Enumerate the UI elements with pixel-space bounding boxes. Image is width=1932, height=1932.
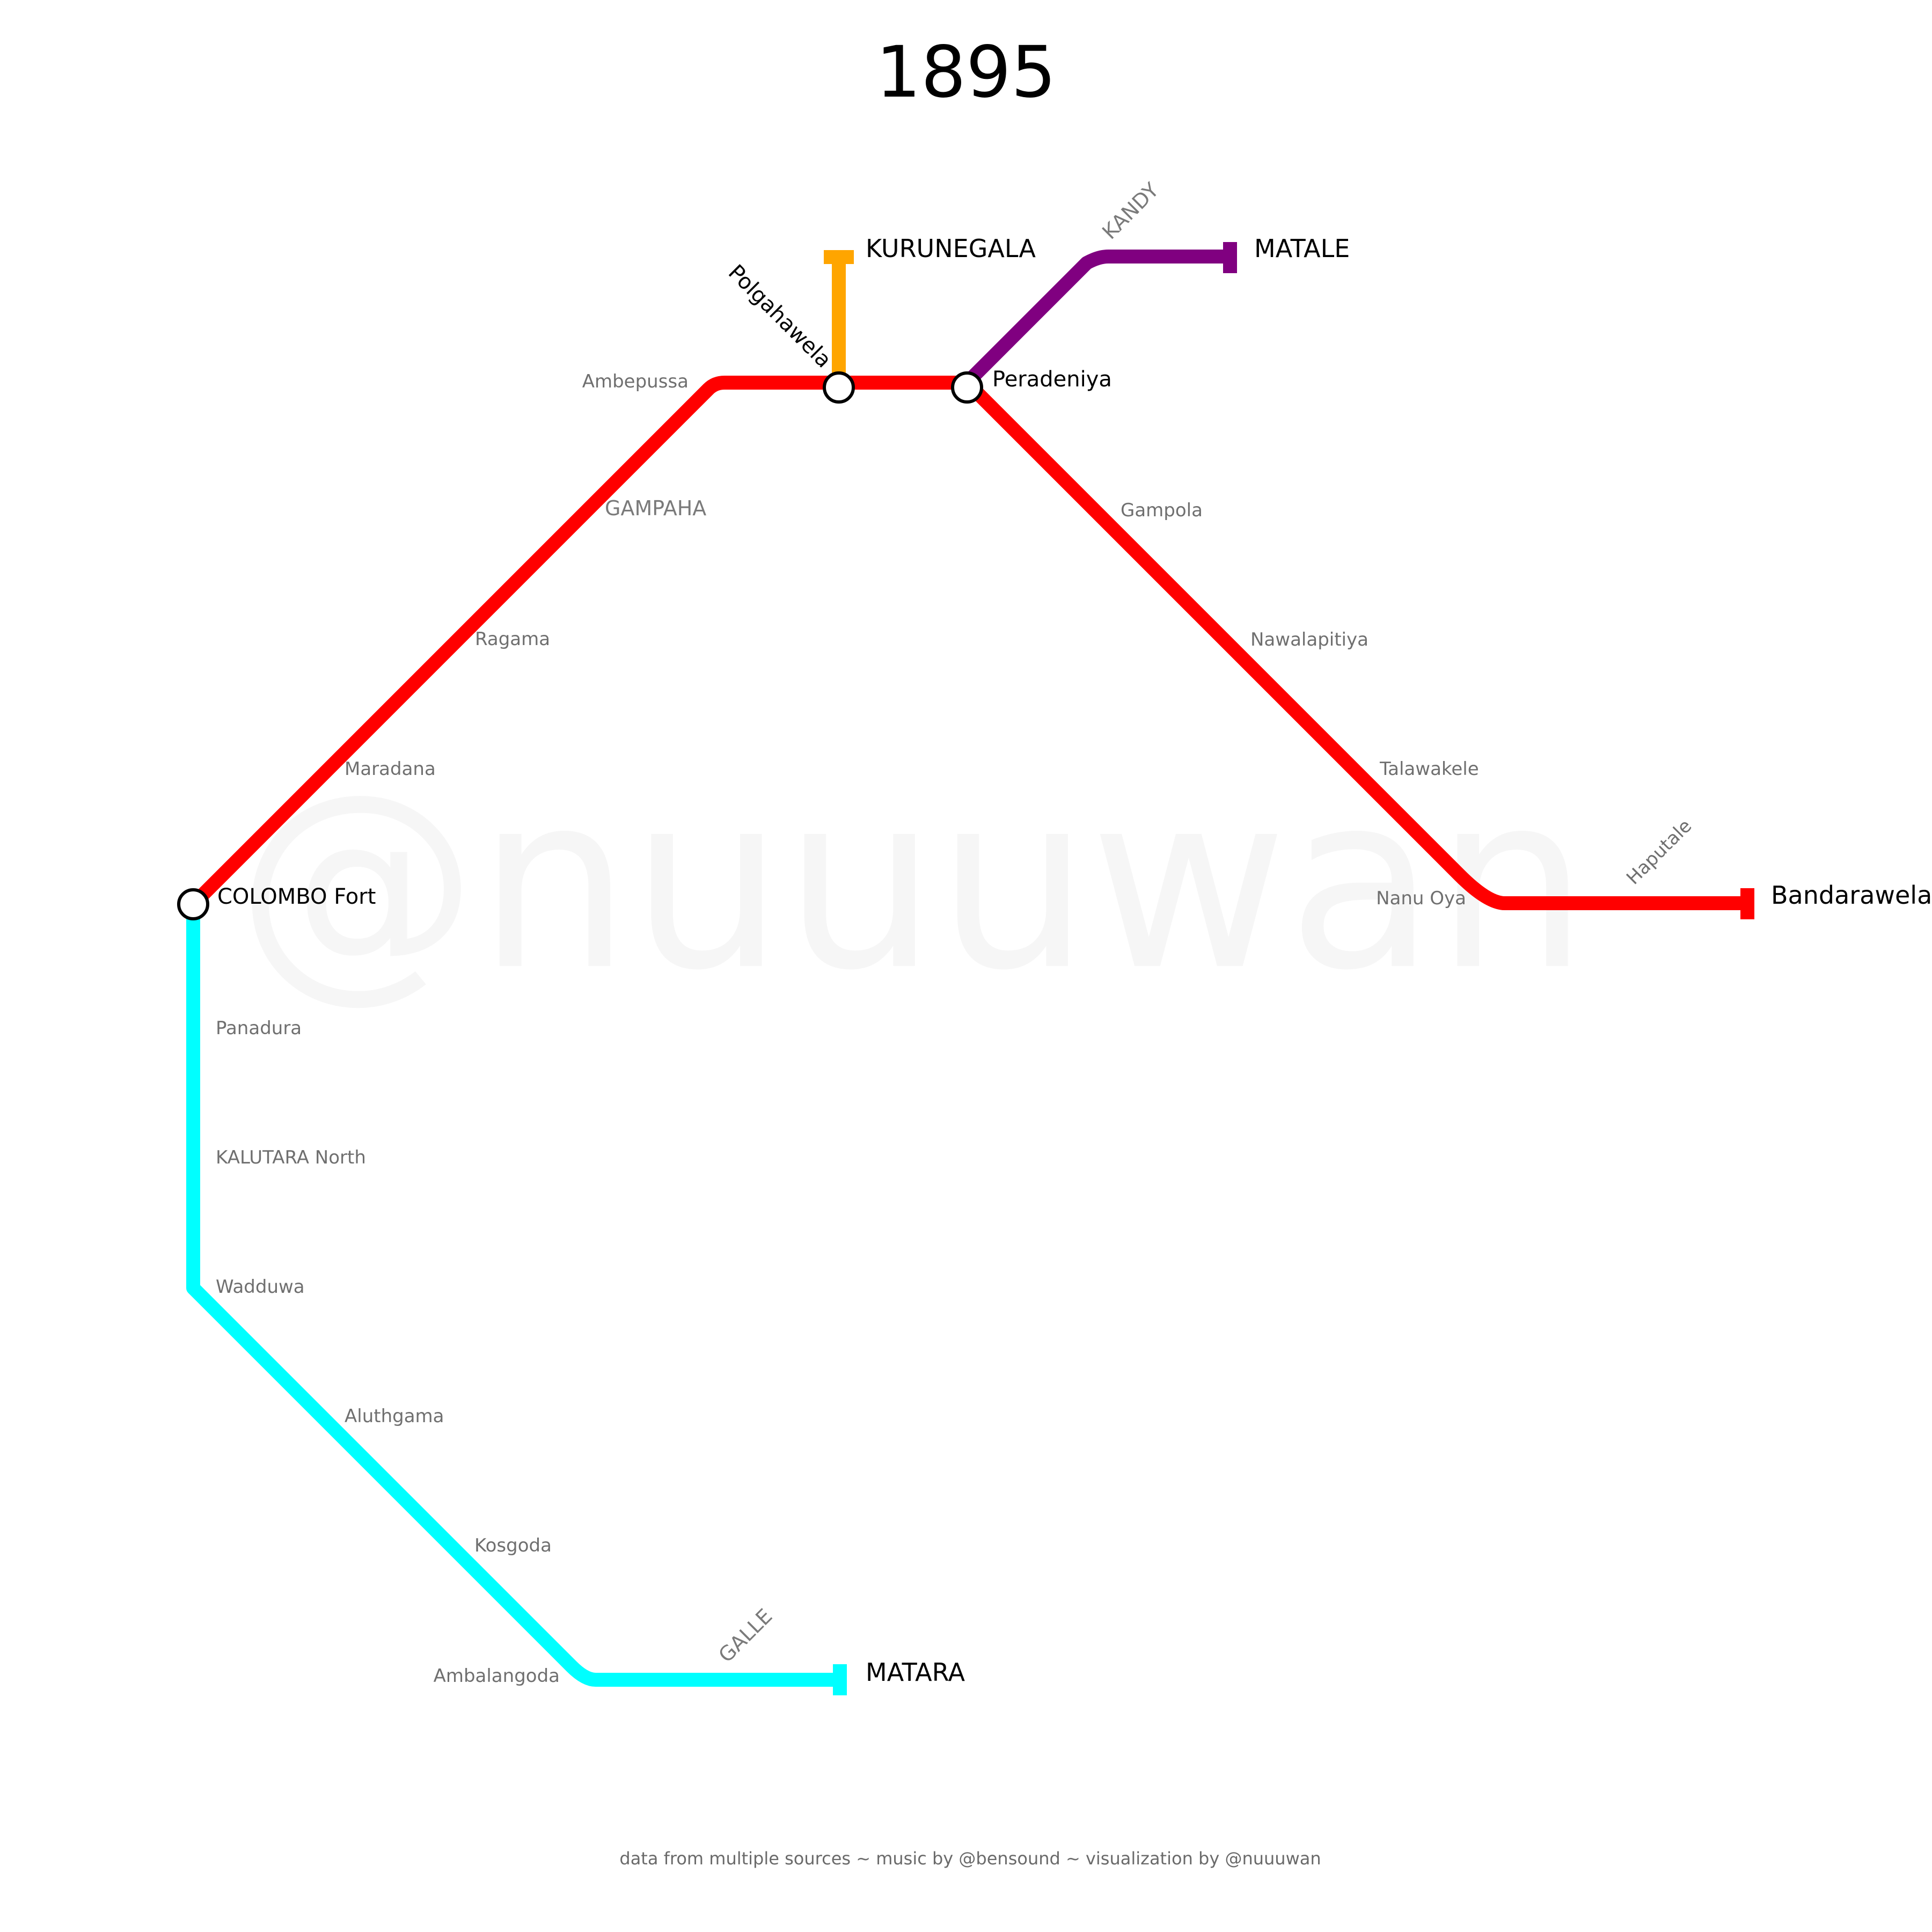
station-gampola: Gampola — [1121, 500, 1203, 521]
station-kandy: KANDY — [1097, 178, 1163, 244]
station-talawakele: Talawakele — [1379, 758, 1479, 780]
station-ambepussa: Ambepussa — [582, 371, 689, 392]
station-ambalangoda: Ambalangoda — [434, 1665, 560, 1687]
matale-terminus-cap — [1223, 242, 1237, 273]
station-haputale: Haputale — [1622, 815, 1696, 889]
station-nanu-oya: Nanu Oya — [1376, 888, 1466, 909]
station-polgahawela: Polgahawela — [723, 260, 836, 373]
bandarawela-terminus-cap — [1740, 888, 1754, 919]
matale-line-purple — [962, 250, 1228, 388]
station-matale: MATALE — [1254, 234, 1350, 263]
kurunegala-terminus-cap — [824, 250, 854, 264]
station-colombo-fort: COLOMBO Fort — [217, 884, 376, 909]
station-panadura: Panadura — [216, 1018, 302, 1039]
footer-credits: data from multiple sources ~ music by @b… — [619, 1848, 1321, 1869]
matara-terminus-cap — [833, 1664, 847, 1695]
station-matara: MATARA — [866, 1658, 965, 1687]
station-gampaha: GAMPAHA — [605, 496, 706, 520]
station-maradana: Maradana — [345, 758, 436, 780]
watermark-text: @nuuuwan — [236, 742, 1589, 1023]
station-nawalapitiya: Nawalapitiya — [1250, 629, 1368, 650]
station-kalutara-north: KALUTARA North — [216, 1147, 366, 1168]
colombo-fort-junction — [177, 888, 209, 920]
station-kosgoda: Kosgoda — [474, 1535, 552, 1556]
coastal-line-cyan — [186, 904, 839, 1687]
station-bandarawela: Bandarawela — [1771, 881, 1932, 910]
polgahawela-junction — [823, 371, 855, 404]
peradeniya-junction — [951, 371, 983, 404]
main-line-red — [188, 376, 1744, 910]
map-title: 1895 — [876, 31, 1056, 114]
station-kurunegala: KURUNEGALA — [866, 234, 1036, 263]
station-wadduwa: Wadduwa — [216, 1276, 305, 1298]
station-peradeniya: Peradeniya — [992, 367, 1112, 392]
station-aluthgama: Aluthgama — [345, 1406, 444, 1427]
station-galle: GALLE — [714, 1604, 777, 1667]
station-ragama: Ragama — [475, 628, 550, 650]
